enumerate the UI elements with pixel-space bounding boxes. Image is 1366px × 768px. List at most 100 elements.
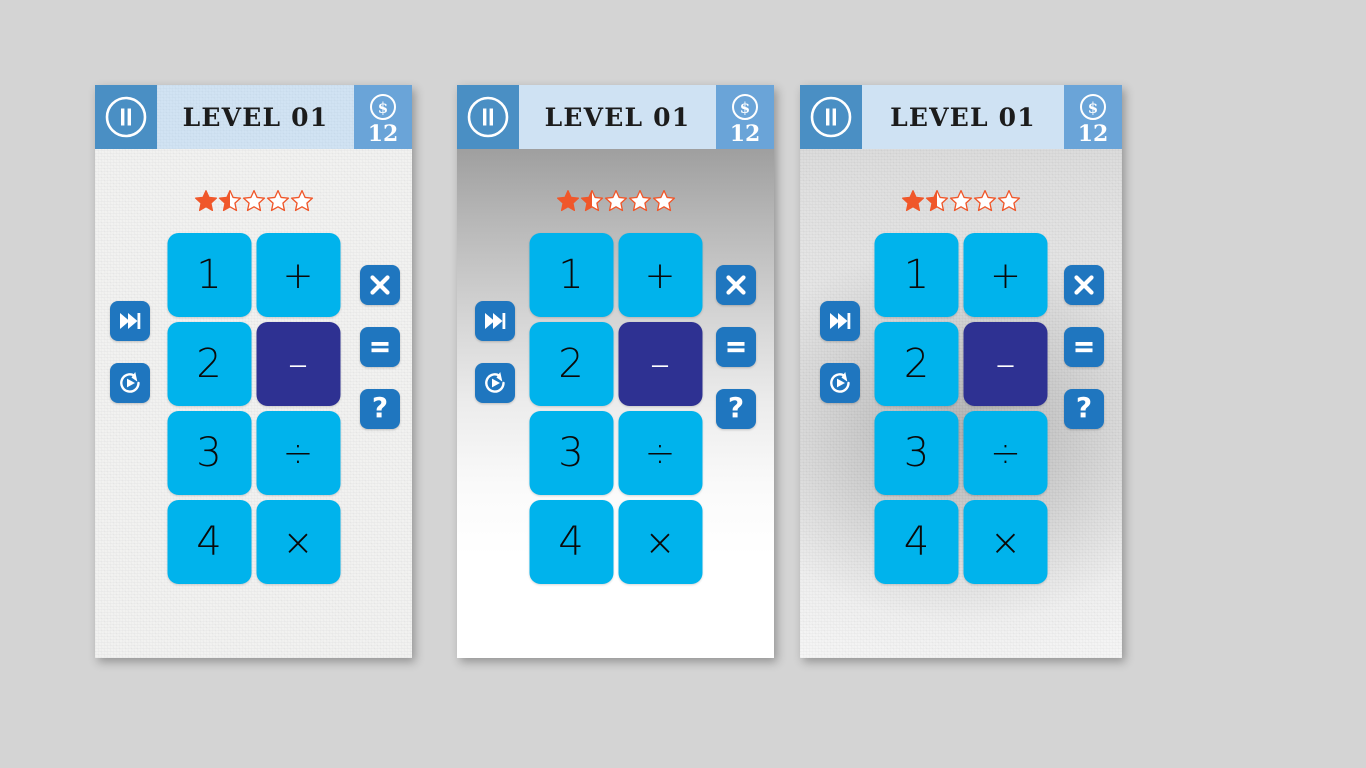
star-full-icon [194, 190, 217, 212]
key-2[interactable]: 2 [874, 322, 959, 406]
close-icon [726, 275, 746, 295]
coin-counter[interactable]: $ 12 [354, 85, 412, 149]
pause-button[interactable] [457, 85, 519, 149]
help-icon[interactable]: ? [360, 389, 400, 429]
right-action-rail: ? [360, 265, 400, 429]
key-minus[interactable]: – [256, 322, 340, 406]
replay-icon[interactable] [820, 363, 860, 403]
key-4[interactable]: 4 [167, 500, 251, 584]
coin-counter[interactable]: $ 12 [1064, 85, 1122, 149]
right-action-rail: ? [1064, 265, 1104, 429]
number-keypad: 1+2–3÷4× [529, 233, 702, 584]
help-icon[interactable]: ? [716, 389, 756, 429]
replay-icon[interactable] [475, 363, 515, 403]
star-half-icon [218, 189, 241, 212]
star-half-icon [580, 189, 603, 212]
replay-icon [120, 372, 140, 393]
key-3[interactable]: 3 [529, 411, 613, 495]
dollar-coin-icon: $ [732, 94, 758, 120]
pause-icon [467, 96, 509, 138]
skip-forward-icon[interactable] [475, 301, 515, 341]
close-icon [370, 275, 390, 295]
key-plus[interactable]: + [256, 233, 340, 317]
star-half-icon [925, 189, 949, 212]
skip-forward-icon [485, 313, 506, 329]
star-empty-icon [604, 189, 627, 212]
star-empty-icon [652, 189, 675, 212]
key-multiply[interactable]: × [963, 500, 1048, 584]
svg-text:$: $ [740, 99, 750, 117]
key-plus[interactable]: + [618, 233, 702, 317]
keypad-area: 1+2–3÷4× ? [800, 233, 1122, 584]
key-1[interactable]: 1 [874, 233, 959, 317]
close-icon[interactable] [716, 265, 756, 305]
level-title: LEVEL 01 [862, 85, 1064, 149]
replay-icon[interactable] [110, 363, 150, 403]
star-rating [457, 189, 774, 213]
right-action-rail: ? [716, 265, 756, 429]
key-1[interactable]: 1 [167, 233, 251, 317]
equals-icon[interactable] [360, 327, 400, 367]
key-divide[interactable]: ÷ [963, 411, 1048, 495]
star-full-icon [901, 190, 925, 212]
coin-counter[interactable]: $ 12 [716, 85, 774, 149]
game-header: LEVEL 01 $ 12 [800, 85, 1122, 149]
star-empty-icon [266, 189, 289, 212]
skip-forward-icon[interactable] [110, 301, 150, 341]
level-title-text: LEVEL 01 [890, 102, 1036, 132]
key-multiply[interactable]: × [256, 500, 340, 584]
key-2[interactable]: 2 [167, 322, 251, 406]
keypad-area: 1+2–3÷4× ? [457, 233, 774, 584]
question-mark-icon: ? [727, 391, 745, 424]
skip-forward-icon[interactable] [820, 301, 860, 341]
pause-button[interactable] [95, 85, 157, 149]
key-multiply[interactable]: × [618, 500, 702, 584]
pause-icon [810, 96, 852, 138]
key-4[interactable]: 4 [529, 500, 613, 584]
key-3[interactable]: 3 [167, 411, 251, 495]
close-icon [1074, 275, 1094, 295]
key-minus[interactable]: – [963, 322, 1048, 406]
level-title: LEVEL 01 [519, 85, 716, 149]
svg-text:$: $ [378, 99, 388, 117]
game-panel-3: LEVEL 01 $ 12 1+2–3÷4× ? [800, 85, 1122, 658]
star-empty-icon [973, 189, 997, 212]
number-keypad: 1+2–3÷4× [874, 233, 1048, 584]
star-rating [95, 189, 412, 213]
equals-icon [371, 342, 389, 353]
replay-icon [485, 372, 505, 393]
pause-icon [105, 96, 147, 138]
key-minus[interactable]: – [618, 322, 702, 406]
game-panel-1: LEVEL 01 $ 12 1+2–3÷4× ? [95, 85, 412, 658]
close-icon[interactable] [1064, 265, 1104, 305]
star-empty-icon [949, 189, 973, 212]
skip-forward-icon [120, 313, 141, 329]
close-icon[interactable] [360, 265, 400, 305]
help-icon[interactable]: ? [1064, 389, 1104, 429]
key-divide[interactable]: ÷ [256, 411, 340, 495]
key-divide[interactable]: ÷ [618, 411, 702, 495]
key-2[interactable]: 2 [529, 322, 613, 406]
star-empty-icon [997, 189, 1021, 212]
star-empty-icon [242, 189, 265, 212]
key-1[interactable]: 1 [529, 233, 613, 317]
dollar-coin-icon: $ [370, 94, 396, 120]
star-empty-icon [628, 189, 651, 212]
game-header: LEVEL 01 $ 12 [95, 85, 412, 149]
equals-icon[interactable] [716, 327, 756, 367]
skip-forward-icon [830, 313, 851, 329]
key-4[interactable]: 4 [874, 500, 959, 584]
star-empty-icon [290, 189, 313, 212]
replay-icon [830, 372, 850, 393]
key-3[interactable]: 3 [874, 411, 959, 495]
key-plus[interactable]: + [963, 233, 1048, 317]
level-title-text: LEVEL 01 [544, 102, 691, 132]
star-rating [800, 189, 1122, 213]
question-mark-icon: ? [1075, 391, 1093, 424]
equals-icon [727, 342, 745, 353]
left-action-rail [475, 301, 515, 403]
pause-button[interactable] [800, 85, 862, 149]
equals-icon[interactable] [1064, 327, 1104, 367]
left-action-rail [110, 301, 150, 403]
